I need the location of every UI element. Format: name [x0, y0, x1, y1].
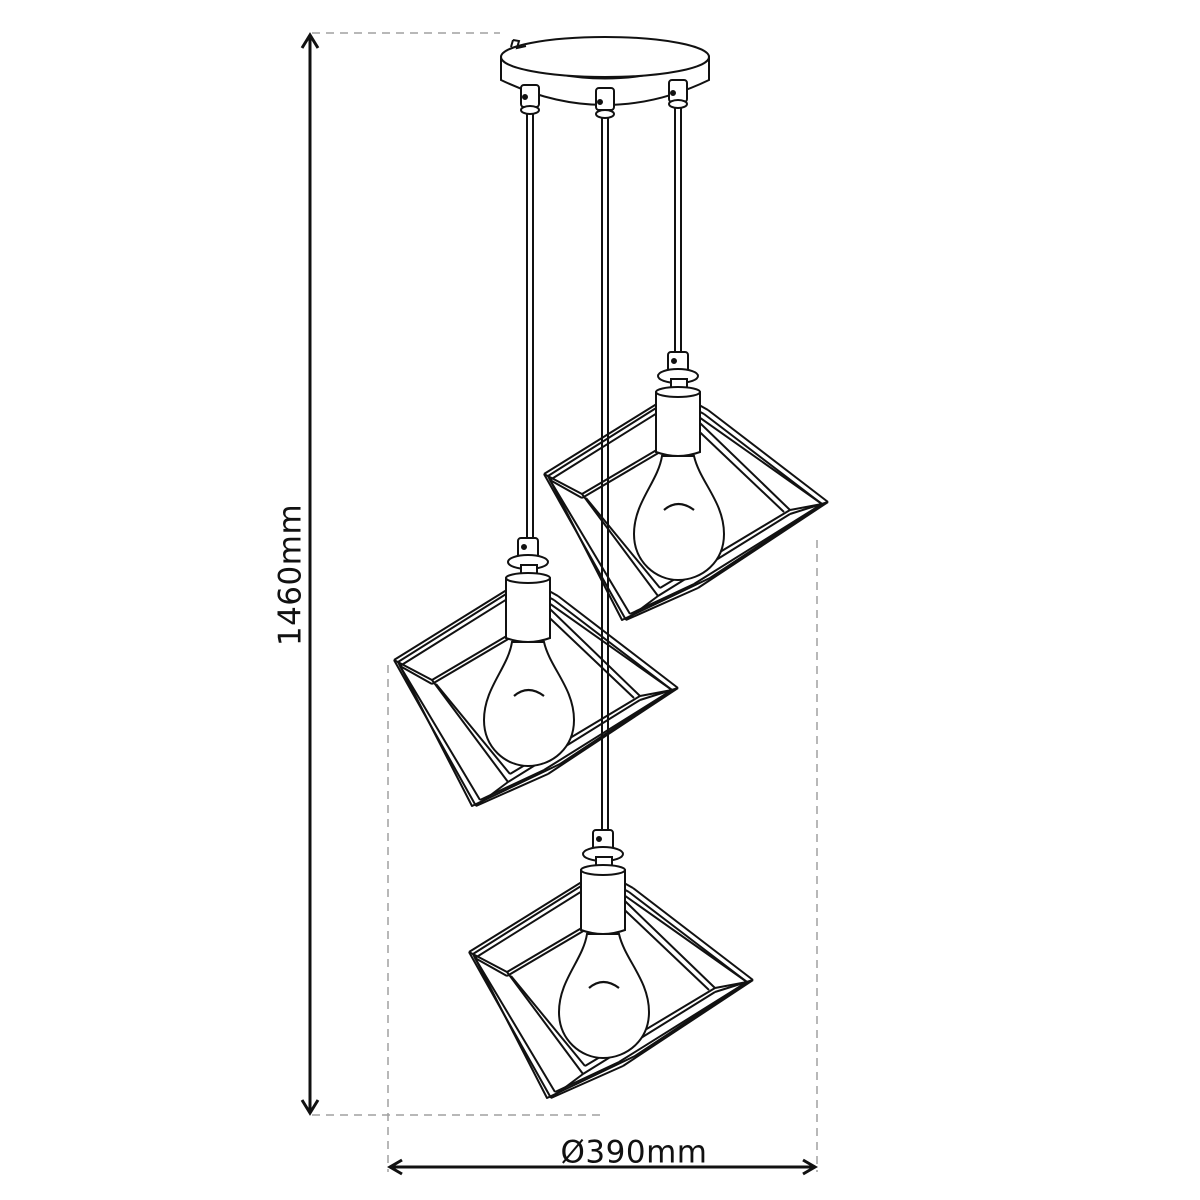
height-dimension-label: 1460mm [272, 503, 309, 647]
height-dimension [302, 33, 605, 1115]
pendant-left [392, 536, 680, 808]
pendant-cords [527, 108, 681, 830]
diameter-dimension-label: Ø390mm [560, 1134, 708, 1171]
ceiling-canopy [501, 37, 709, 118]
pendant-bottom [467, 828, 755, 1100]
diameter-dimension [388, 540, 817, 1174]
pendant-right [542, 350, 830, 622]
